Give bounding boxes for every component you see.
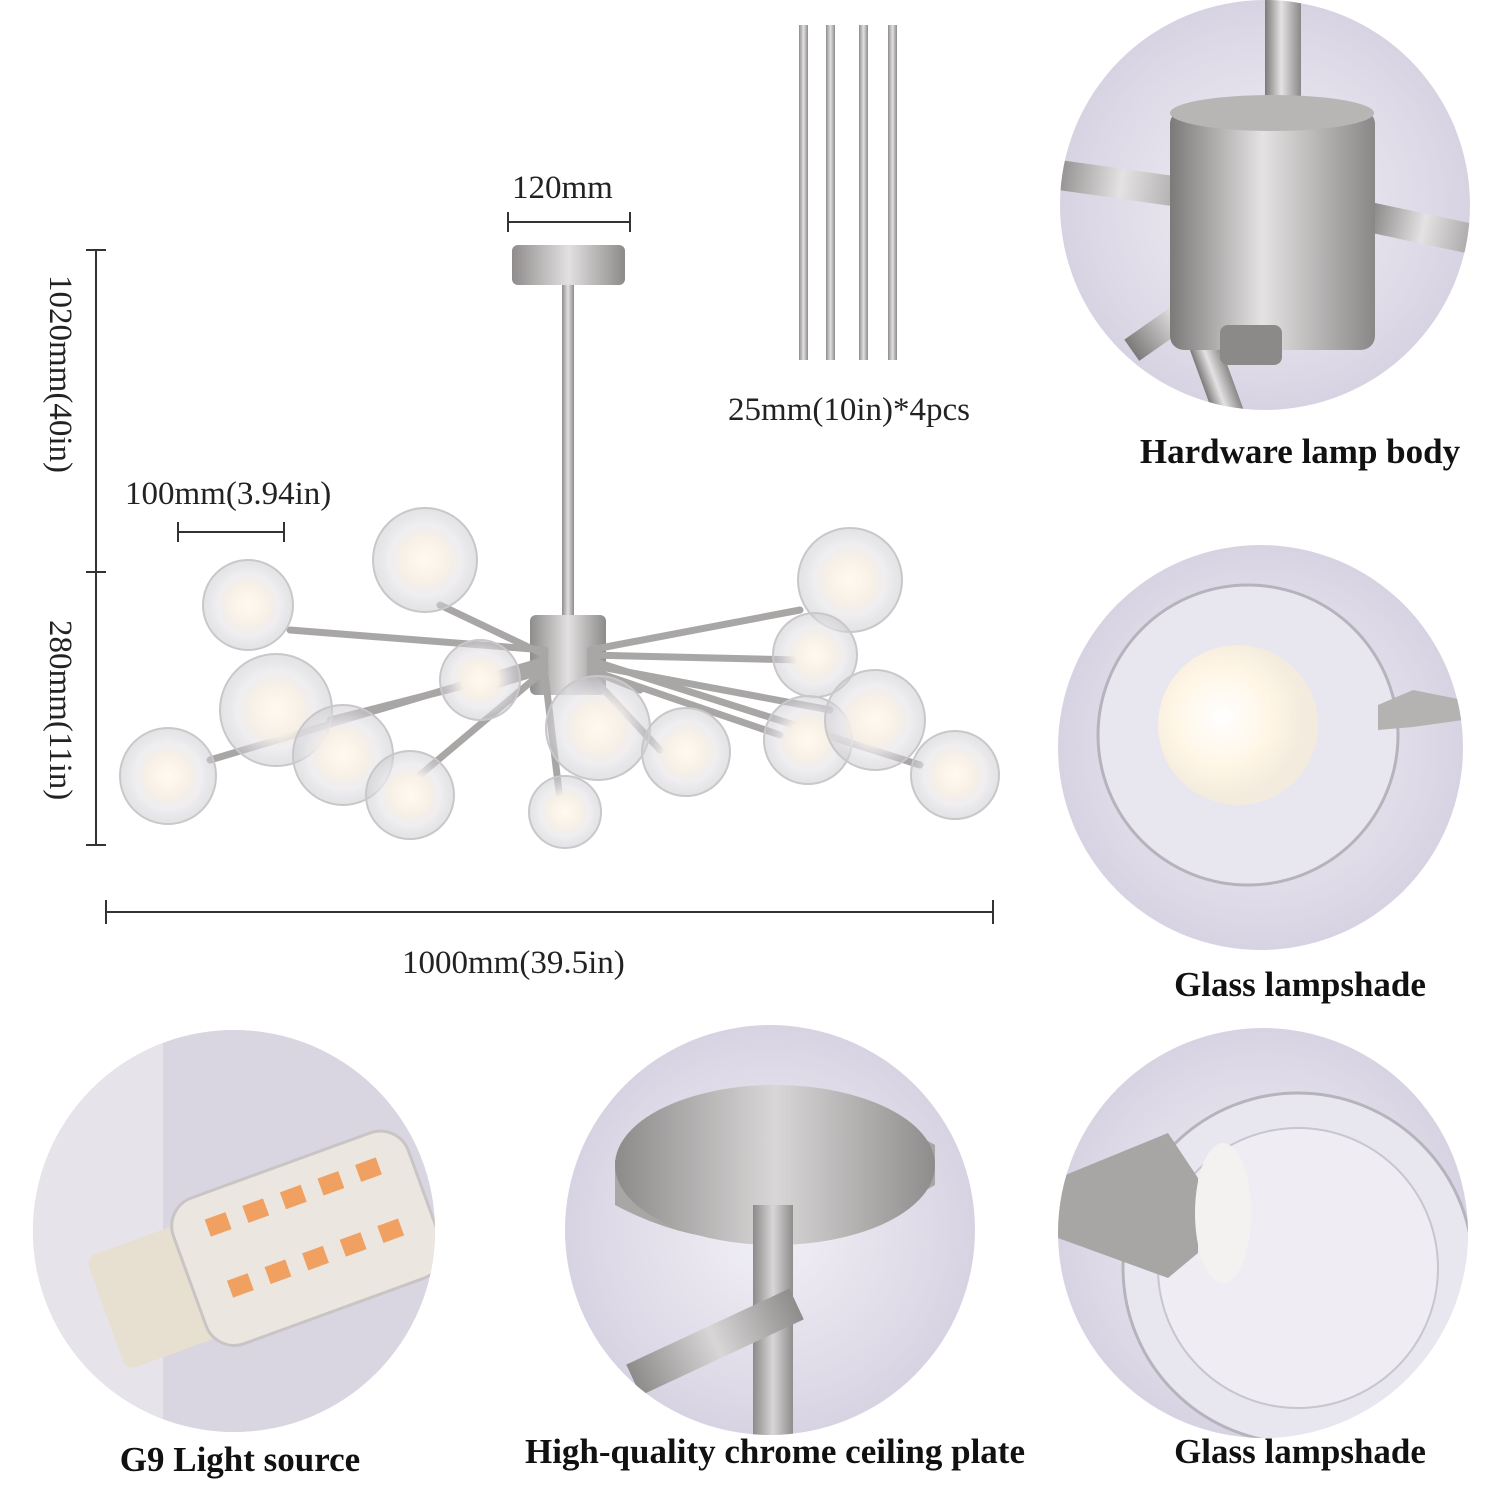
ceiling-plate-image — [615, 1085, 935, 1435]
glass-lampshade-caption-1: Glass lampshade — [1174, 965, 1426, 1004]
lamp-body-image — [1060, 0, 1470, 410]
overall-width-label: 1000mm(39.5in) — [402, 945, 625, 981]
ceiling-plate-photo — [565, 1025, 975, 1435]
glass-globe-image-1 — [1096, 583, 1463, 887]
lamp-body-photo — [1060, 0, 1470, 410]
glass-lampshade-photo-1 — [1058, 545, 1463, 950]
chandelier-diagram: 1020mm(40in) 280mm(11in) 120mm 100mm(3.9… — [0, 0, 1040, 1000]
g9-bulb-image — [33, 1030, 435, 1432]
g9-light-source-caption: G9 Light source — [119, 1440, 361, 1479]
canopy-width-label: 120mm — [512, 170, 613, 206]
glass-globe-image-2 — [1058, 1091, 1468, 1438]
height-total-label: 1020mm(40in) — [42, 275, 78, 473]
lamp-body-caption: Hardware lamp body — [1139, 432, 1461, 471]
globe-width-label: 100mm(3.94in) — [125, 476, 332, 512]
g9-light-source-photo — [33, 1030, 435, 1432]
height-body-label: 280mm(11in) — [42, 620, 78, 801]
rods-label: 25mm(10in)*4pcs — [728, 392, 970, 428]
glass-lampshade-caption-2: Glass lampshade — [1174, 1432, 1426, 1471]
chandelier-illustration — [86, 25, 1000, 924]
glass-lampshade-photo-2 — [1058, 1028, 1468, 1438]
ceiling-plate-caption: High-quality chrome ceiling plate — [524, 1432, 1026, 1471]
